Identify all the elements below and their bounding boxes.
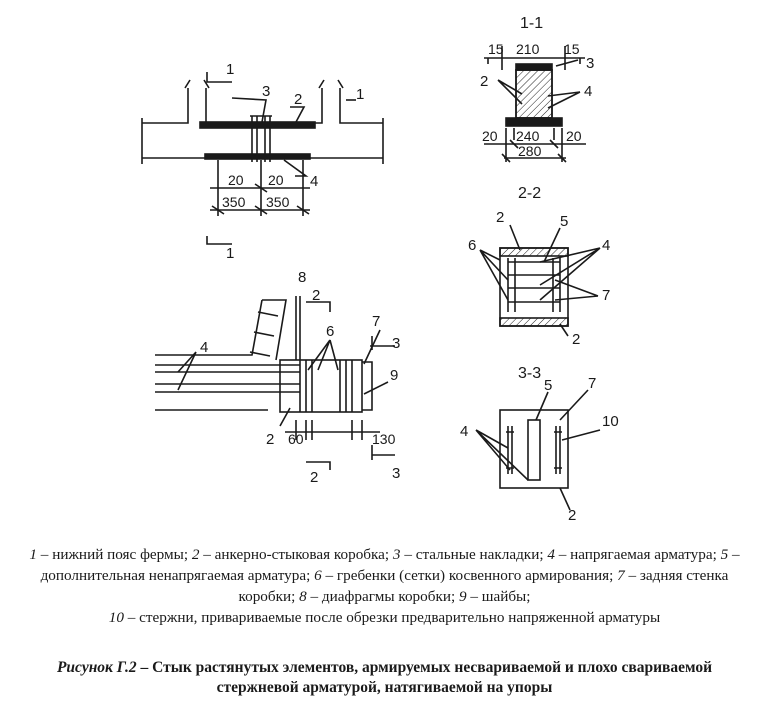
elev-dim-20-right: 20	[268, 172, 284, 188]
legend-text-2: – анкерно-стыковая коробка;	[199, 546, 393, 563]
elev-callout-1: 1	[356, 86, 364, 103]
s11-dim-20-left: 20	[482, 128, 498, 144]
legend-text-6: – гребенки (сетки) косвенного армировани…	[321, 567, 618, 584]
elev-callout-2: 2	[294, 91, 302, 108]
legend-text-4: – напрягаемая арматура;	[554, 546, 721, 563]
legend-text-9: – шайбы;	[466, 588, 531, 605]
figure-caption: Рисунок Г.2 – Стык растянутых элементов,…	[18, 658, 751, 698]
legend-num-5: 5	[720, 546, 729, 563]
section-3-3	[475, 389, 601, 511]
s11-dim-15-left: 15	[488, 41, 504, 57]
legend-num-10: 10	[108, 609, 124, 626]
elevation-view	[141, 72, 384, 245]
s11-dim-280: 280	[518, 143, 542, 159]
s33-callout-4: 4	[460, 423, 468, 440]
section-3-3-title: 3-3	[518, 365, 541, 382]
section-2-2	[479, 224, 601, 337]
s33-callout-10: 10	[602, 413, 619, 430]
plan-callout-8: 8	[298, 269, 306, 286]
legend-text-1: – нижний пояс фермы;	[37, 546, 192, 563]
legend-text-3: – стальные накладки;	[400, 546, 548, 563]
plan-callout-4: 4	[200, 339, 208, 356]
plan-callout-7: 7	[372, 313, 380, 330]
s22-callout-5: 5	[560, 213, 568, 230]
s11-dim-20-right: 20	[566, 128, 582, 144]
legend-text-7: – задняя стенка коробки;	[238, 567, 729, 605]
s22-callout-4: 4	[602, 237, 610, 254]
s22-callout-7: 7	[602, 287, 610, 304]
elev-callout-3: 3	[262, 83, 270, 100]
s11-callout-4: 4	[584, 83, 592, 100]
legend-num-2: 2	[191, 546, 200, 563]
s22-callout-6: 6	[468, 237, 476, 254]
legend-text-5: – дополнительная ненапрягаемая арматура;	[40, 546, 740, 584]
plan-callout-2: 2	[266, 431, 274, 448]
s11-callout-3: 3	[586, 55, 594, 72]
s22-callout-2-bottom: 2	[572, 331, 580, 348]
s11-dim-210: 210	[516, 41, 540, 57]
elev-dim-350-right: 350	[266, 194, 290, 210]
plan-callout-9: 9	[390, 367, 398, 384]
legend-text-8: – диафрагмы коробки;	[306, 588, 459, 605]
plan-section-2-top: 2	[312, 287, 320, 304]
plan-section-3-bottom: 3	[392, 465, 400, 482]
s11-callout-2: 2	[480, 73, 488, 90]
s11-dim-15-right: 15	[564, 41, 580, 57]
caption-label: Рисунок Г.2	[56, 659, 137, 676]
s33-callout-7: 7	[588, 375, 596, 392]
s11-dim-240: 240	[516, 128, 540, 144]
plan-section-3-top: 3	[392, 335, 400, 352]
joint-drawing: 20 20 350 350 1 3 2 1 4 1 1-1 15 210 15 …	[141, 15, 619, 524]
plan-callout-6: 6	[326, 323, 334, 340]
legend-num-9: 9	[458, 588, 467, 605]
elev-callout-4: 4	[310, 173, 318, 190]
plan-dim-60: 60	[288, 431, 304, 447]
legend-num-7: 7	[617, 567, 625, 584]
elev-callout-1-bottom: 1	[226, 245, 234, 262]
elev-dim-350-left: 350	[222, 194, 246, 210]
legend-num-8: 8	[299, 588, 307, 605]
caption-text: – Стык растянутых элементов, армируемых …	[136, 659, 713, 696]
plan-section-2-bottom: 2	[310, 469, 318, 486]
legend-text-10: – стержни, привариваемые после обрезки п…	[123, 609, 661, 626]
s22-callout-2-top: 2	[496, 209, 504, 226]
section-2-2-title: 2-2	[518, 185, 541, 202]
plan-view	[155, 296, 395, 470]
section-1-1-title: 1-1	[520, 15, 543, 32]
elev-dim-20-left: 20	[228, 172, 244, 188]
legend-num-4: 4	[547, 546, 555, 563]
legend-num-3: 3	[392, 546, 401, 563]
section-1-1	[484, 46, 586, 163]
elev-callout-1-top: 1	[226, 61, 234, 78]
s33-callout-2: 2	[568, 507, 576, 524]
legend-num-6: 6	[314, 567, 322, 584]
legend-num-1: 1	[29, 546, 37, 563]
legend: 1 – нижний пояс фермы; 2 – анкерно-стыко…	[18, 544, 751, 628]
plan-dim-130: 130	[372, 431, 396, 447]
s33-callout-5: 5	[544, 377, 552, 394]
